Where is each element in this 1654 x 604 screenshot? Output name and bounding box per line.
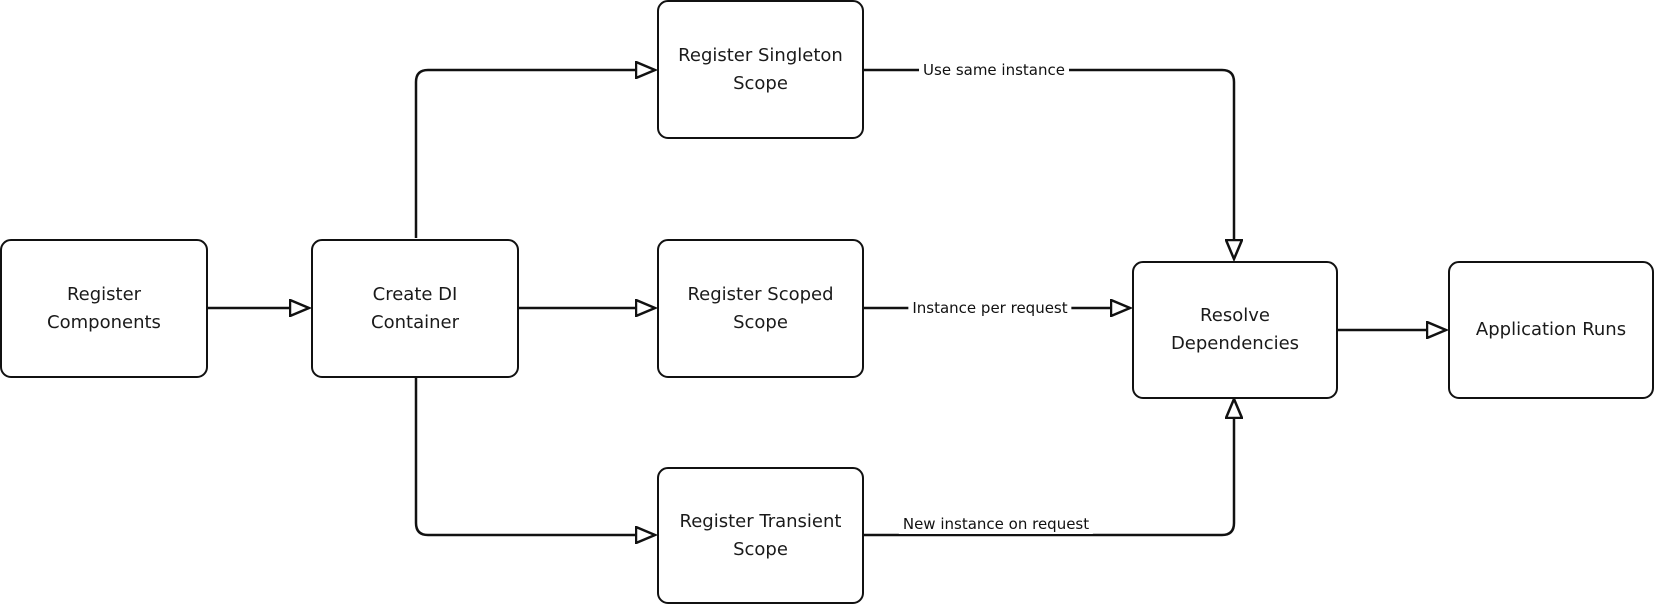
edge-label-transient: New instance on request bbox=[898, 514, 1094, 534]
edge-label-scoped: Instance per request bbox=[908, 298, 1072, 318]
node-register-scoped-label: Register Scoped Scope bbox=[687, 283, 834, 333]
edge-singleton-to-resolve bbox=[864, 68, 1234, 259]
node-register-transient: Register Transient Scope bbox=[657, 467, 864, 604]
node-register-singleton-label: Register Singleton Scope bbox=[678, 44, 843, 94]
edge-transient-to-resolve bbox=[864, 399, 1234, 537]
edge-label-singleton: Use same instance bbox=[919, 60, 1069, 80]
node-register-transient-label: Register Transient Scope bbox=[679, 510, 842, 560]
node-application-runs: Application Runs bbox=[1448, 261, 1654, 399]
edge-container-to-singleton bbox=[414, 70, 655, 238]
node-resolve-dependencies-label: Resolve Dependencies bbox=[1170, 305, 1300, 354]
node-register-components-label: Register Components bbox=[47, 283, 161, 333]
node-register-singleton: Register Singleton Scope bbox=[657, 0, 864, 139]
node-register-components: Register Components bbox=[0, 239, 208, 378]
node-create-di-container: Create DI Container bbox=[311, 239, 519, 378]
node-register-scoped: Register Scoped Scope bbox=[657, 239, 864, 378]
node-application-runs-label: Application Runs bbox=[1475, 319, 1627, 340]
node-resolve-dependencies: Resolve Dependencies bbox=[1132, 261, 1338, 399]
edge-container-to-transient bbox=[414, 378, 655, 535]
node-create-di-container-label: Create DI Container bbox=[371, 283, 459, 333]
